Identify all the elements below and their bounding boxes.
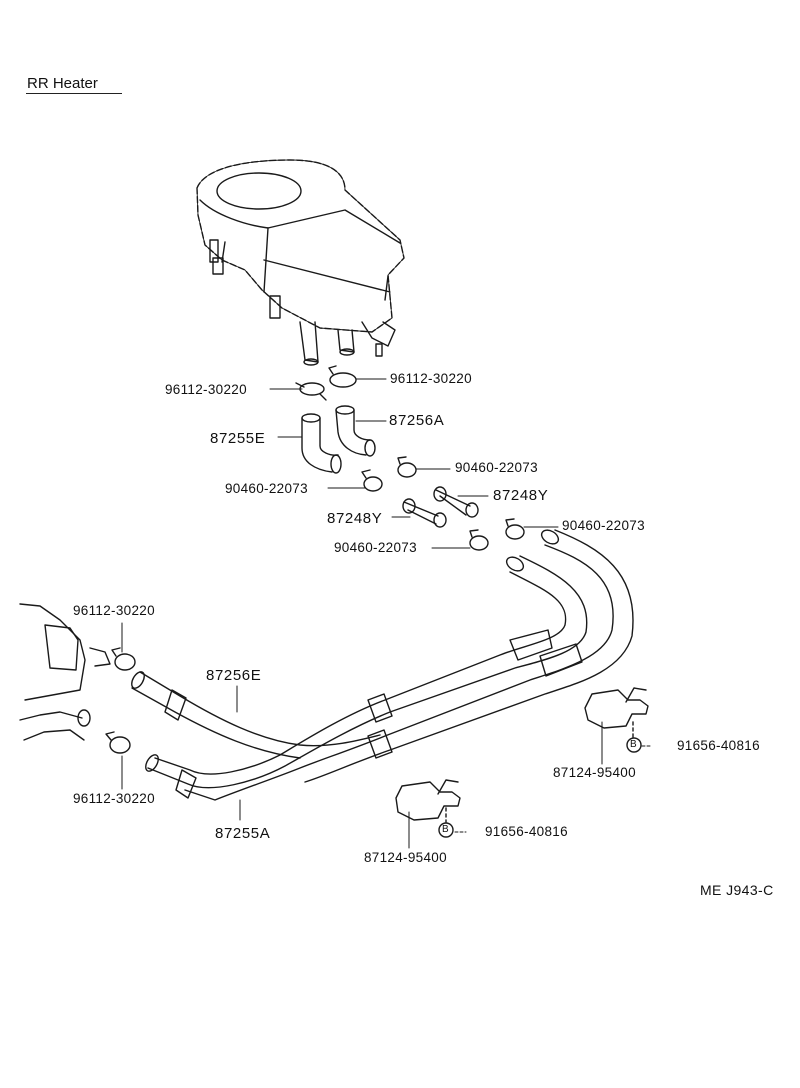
label-hose-long-upper: 87256E (206, 667, 262, 684)
label-hose-elbow-right: 87256A (389, 412, 445, 429)
hose-short-right-shape (433, 486, 479, 518)
label-clamp-lower-bottom: 96112-30220 (73, 791, 155, 806)
bolt-markers (438, 721, 642, 838)
label-clamp-upper-left: 96112-30220 (165, 382, 247, 397)
clamp-upper-left-shape (295, 382, 327, 401)
label-bracket-center: 87124-95400 (364, 850, 447, 865)
label-bolt-center: 91656-40816 (485, 824, 568, 839)
label-hose-elbow-left: 87255E (210, 430, 266, 447)
label-bracket-right: 87124-95400 (553, 765, 636, 780)
clip-shapes (361, 456, 525, 551)
hose-elbow-right-shape (335, 405, 376, 457)
hose-long-shapes (131, 529, 634, 801)
label-hose-short-right: 87248Y (493, 487, 549, 504)
heater-unit (196, 159, 405, 366)
label-hose-long-lower: 87255A (215, 825, 271, 842)
clamp-upper-right-shape (328, 365, 357, 388)
hose-short-left-shape (402, 498, 447, 528)
reference-code: ME J943-C (700, 882, 774, 898)
label-bolt-right: 91656-40816 (677, 738, 760, 753)
label-clip-3: 90460-22073 (562, 518, 645, 533)
title-underline (26, 93, 122, 94)
bolt-marker-center: B (442, 824, 449, 835)
label-clamp-lower-top: 96112-30220 (73, 603, 155, 618)
bracket-right-shape (584, 687, 649, 729)
hose-elbow-left-shape (301, 413, 342, 474)
bolt-marker-right: B (630, 739, 637, 750)
label-clip-2: 90460-22073 (225, 481, 308, 496)
diagram-title: RR Heater (27, 75, 98, 92)
label-clip-1: 90460-22073 (455, 460, 538, 475)
label-hose-short-left: 87248Y (327, 510, 383, 527)
label-clip-4: 90460-22073 (334, 540, 417, 555)
vehicle-structure (19, 603, 111, 741)
heater-port (209, 239, 219, 263)
label-clamp-upper-right: 96112-30220 (390, 371, 472, 386)
leader-lines (121, 378, 653, 849)
heater-fan-opening (216, 172, 302, 210)
clamp-lower-shapes (105, 647, 136, 754)
bracket-center-shape (395, 779, 461, 821)
